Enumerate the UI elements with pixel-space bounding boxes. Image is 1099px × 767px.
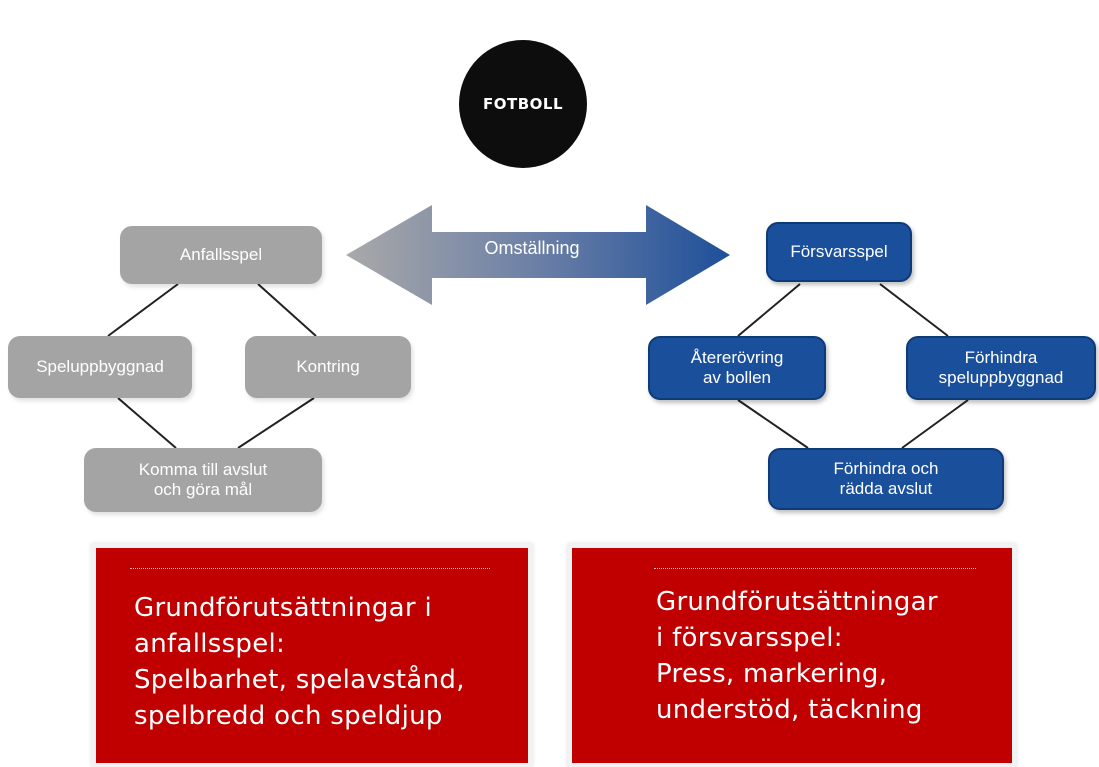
node-kontring-label: Kontring xyxy=(296,357,360,376)
node-komma-till-avslut-line-1: Komma till avslut xyxy=(138,460,268,479)
defense-info-box: Grundförutsättningar i försvarsspel: Pre… xyxy=(572,548,1012,763)
attack-info-line-3: Spelbarhet, spelavstånd, xyxy=(134,665,465,695)
connector-attack-right-bottom xyxy=(237,397,315,449)
node-komma-till-avslut: Komma till avslut och göra mål xyxy=(84,448,322,512)
defense-info-text: Grundförutsättningar i försvarsspel: Pre… xyxy=(656,584,938,728)
defense-info-line-2: i försvarsspel: xyxy=(656,623,843,653)
fotboll-label: FOTBOLL xyxy=(482,95,564,113)
transition-label: Omställning xyxy=(484,238,580,258)
node-anfallsspel: Anfallsspel xyxy=(120,226,322,284)
node-atererovring-line-1: Återerövring xyxy=(690,348,784,367)
connector-defense-left-bottom xyxy=(737,399,809,449)
node-forhindra-och-radda: Förhindra och rädda avslut xyxy=(768,448,1004,510)
node-kontring: Kontring xyxy=(245,336,411,398)
transition-double-arrow xyxy=(346,205,730,305)
node-forhindra-speluppbyggnad-line-2: speluppbyggnad xyxy=(938,368,1064,387)
defense-info-divider xyxy=(654,568,976,569)
defense-info-line-1: Grundförutsättningar xyxy=(656,587,938,617)
attack-info-line-1: Grundförutsättningar i xyxy=(134,593,432,623)
connector-attack-main-left xyxy=(107,283,179,337)
connector-defense-main-right xyxy=(879,283,949,337)
connector-attack-left-bottom xyxy=(117,397,177,449)
defense-info-line-4: understöd, täckning xyxy=(656,695,923,725)
node-atererovring-line-2: av bollen xyxy=(702,368,772,387)
connector-attack-main-right xyxy=(257,283,317,337)
node-atererovring: Återerövring av bollen xyxy=(648,336,826,400)
node-komma-till-avslut-line-2: och göra mål xyxy=(153,480,253,499)
fotboll-circle: FOTBOLL xyxy=(459,40,587,168)
attack-info-text: Grundförutsättningar i anfallsspel: Spel… xyxy=(134,590,465,734)
node-forsvarsspel-label: Försvarsspel xyxy=(790,242,888,261)
attack-info-line-2: anfallsspel: xyxy=(134,629,286,659)
connector-defense-main-left xyxy=(737,283,801,337)
node-forsvarsspel: Försvarsspel xyxy=(766,222,912,282)
node-forhindra-och-radda-line-1: Förhindra och xyxy=(833,459,939,478)
attack-info-box: Grundförutsättningar i anfallsspel: Spel… xyxy=(96,548,528,763)
connector-defense-right-bottom xyxy=(901,399,969,449)
attack-info-divider xyxy=(130,568,490,569)
node-speluppbyggnad-label: Speluppbyggnad xyxy=(36,357,164,376)
node-forhindra-speluppbyggnad: Förhindra speluppbyggnad xyxy=(906,336,1096,400)
node-speluppbyggnad: Speluppbyggnad xyxy=(8,336,192,398)
node-forhindra-och-radda-line-2: rädda avslut xyxy=(839,479,933,498)
node-anfallsspel-label: Anfallsspel xyxy=(179,245,263,264)
attack-info-line-4: spelbredd och speldjup xyxy=(134,701,443,731)
node-forhindra-speluppbyggnad-line-1: Förhindra xyxy=(964,348,1038,367)
defense-info-line-3: Press, markering, xyxy=(656,659,888,689)
